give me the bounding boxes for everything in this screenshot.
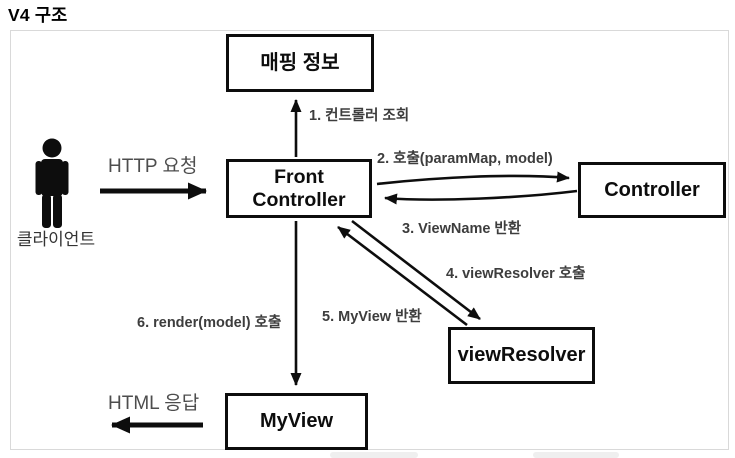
step2-arrow [376,171,570,186]
ghost-shape [533,452,619,458]
step4-label: 4. viewResolver 호출 [446,266,586,282]
mapping-info-box: 매핑 정보 [226,34,374,92]
client-person-icon [35,138,69,228]
diagram-frame [10,30,729,450]
step3-arrow [384,189,578,205]
controller-box: Controller [578,162,726,218]
my-view-box: MyView [225,393,368,450]
view-resolver-box: viewResolver [448,327,595,384]
step5-label: 5. MyView 반환 [322,309,422,325]
step3-label: 3. ViewName 반환 [402,221,522,237]
front-controller-box: Front Controller [226,159,372,218]
step4-arrow [351,219,481,321]
client-label: 클라이언트 [16,230,96,249]
step5-arrow [337,225,468,327]
step2-label: 2. 호출(paramMap, model) [377,151,553,167]
http-request-label: HTTP 요청 [108,156,198,177]
step1-label: 1. 컨트롤러 조회 [309,108,410,124]
html-response-label: HTML 응답 [108,393,200,414]
page-title: V4 구조 [8,5,68,25]
ghost-shape [330,452,418,458]
step6-label: 6. render(model) 호출 [137,315,282,331]
